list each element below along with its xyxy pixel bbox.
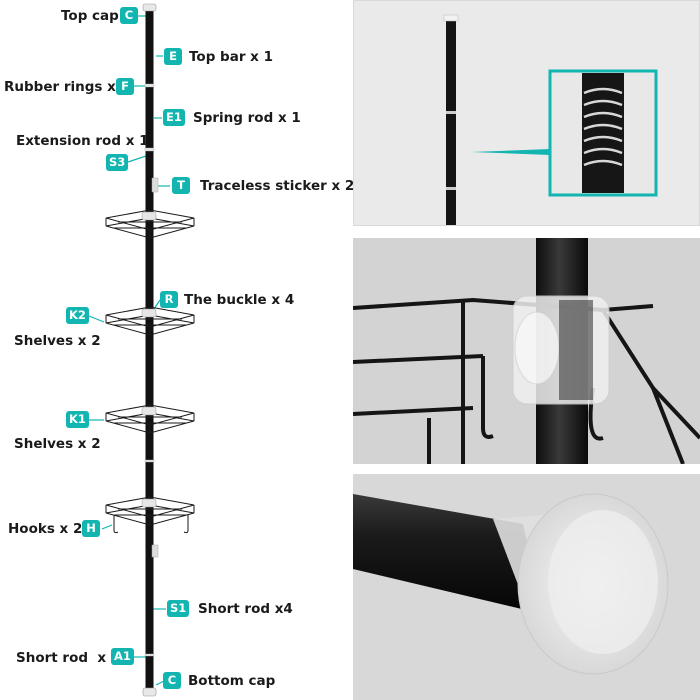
badge-hooks: H (82, 520, 100, 537)
label-top-bar: Top bar x 1 (189, 49, 273, 65)
label-sticker: Traceless sticker x 2 (200, 178, 355, 194)
photo-buckle-closeup (353, 238, 700, 464)
spring-rod-photo (443, 14, 658, 225)
shelf-4 (105, 496, 195, 534)
label-hooks: Hooks x 2 (8, 521, 83, 537)
badge-bottom-cap: C (163, 672, 181, 689)
buckle (141, 498, 157, 508)
label-rubber-rings: Rubber rings x 2 (4, 79, 130, 95)
joint (144, 147, 155, 152)
badge-short-rod-s1: S1 (167, 600, 190, 617)
badge-shelf-k2: K2 (66, 307, 89, 324)
badge-shelf-k1: K1 (66, 411, 89, 428)
label-short-rod-a1: Short rod x 1 (16, 650, 121, 666)
joint (144, 653, 155, 657)
parts-diagram: Top cap C E Top bar x 1 Rubber rings x 2… (0, 0, 354, 700)
cap-photo (353, 493, 669, 675)
hook (183, 515, 189, 534)
buckle-photo (353, 238, 700, 464)
badge-top-bar: E (164, 48, 182, 65)
leader-hooks (101, 524, 113, 530)
rubber-ring (144, 83, 155, 88)
top-cap-shape (142, 3, 157, 12)
pole-illustration (88, 3, 195, 697)
label-shelf-k1: Shelves x 2 (14, 436, 101, 452)
label-spring-rod: Spring rod x 1 (193, 110, 301, 126)
badge-spring-rod: E1 (163, 109, 185, 126)
label-short-rod-s1: Short rod x4 (198, 601, 293, 617)
badge-short-rod-a1: A1 (111, 648, 134, 665)
badge-extension-rod: S3 (106, 154, 129, 171)
label-buckle: The buckle x 4 (184, 292, 295, 308)
zoom-pointer (472, 149, 550, 155)
badge-buckle: R (160, 291, 178, 308)
badge-sticker: T (172, 177, 190, 194)
label-bottom-cap: Bottom cap (188, 673, 276, 689)
bottom-cap-shape (142, 687, 157, 697)
photo-spring-rod-detail (353, 0, 700, 226)
photo-cap-closeup (353, 474, 700, 700)
label-top-cap: Top cap (61, 8, 119, 24)
traceless-sticker (151, 177, 159, 193)
pole (145, 8, 154, 692)
shelf-3 (105, 404, 195, 434)
leader-bottom-cap (155, 680, 165, 686)
leader-extension-rod (127, 155, 147, 163)
shelf-1 (105, 209, 195, 239)
joint (144, 459, 155, 463)
badge-top-cap: C (120, 7, 138, 24)
buckle (141, 406, 157, 416)
shelf-2 (105, 306, 195, 336)
hook (113, 515, 119, 534)
buckle (141, 211, 157, 221)
leader-shelf-k2 (88, 315, 105, 323)
badge-rubber-rings: F (116, 78, 134, 95)
label-shelf-k2: Shelves x 2 (14, 333, 101, 349)
label-extension-rod: Extension rod x 1 (16, 133, 149, 149)
buckle (141, 308, 157, 318)
traceless-sticker (151, 544, 159, 558)
